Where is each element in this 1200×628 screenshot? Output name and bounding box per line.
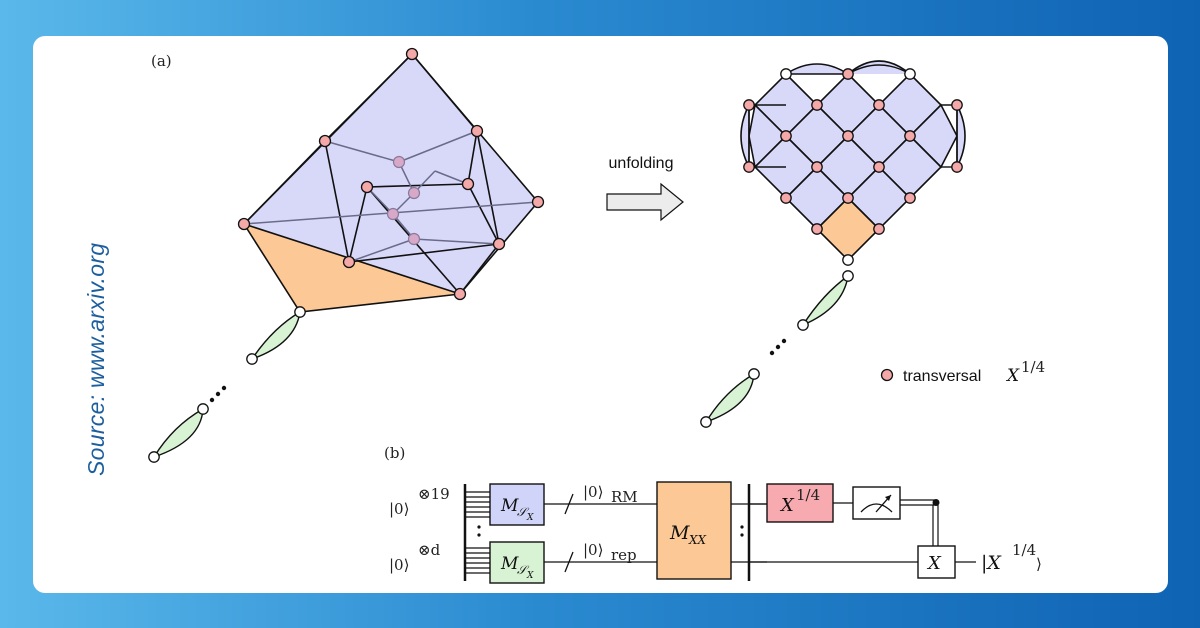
panel-b-label: (b) bbox=[384, 444, 405, 462]
m-xx-gate bbox=[656, 481, 732, 580]
meter-icon bbox=[860, 503, 893, 513]
panel-a-right-graph bbox=[700, 60, 966, 428]
input-bottom-exp: ⊗d bbox=[418, 541, 441, 559]
m-xx-label: M bbox=[669, 522, 690, 544]
unfolding-arrow: unfolding bbox=[606, 155, 684, 222]
wire-rm-sub: RM bbox=[611, 488, 638, 506]
x-quarter-label: X bbox=[779, 495, 795, 516]
wire-rm-label: |0⟩ bbox=[583, 483, 603, 501]
panel-a-left-graph bbox=[148, 47, 545, 463]
m-sx-gate-top bbox=[489, 483, 545, 526]
figure-card: Source: www.arxiv.org bbox=[33, 36, 1168, 593]
m-sx-top-label: M bbox=[500, 496, 519, 516]
measurement-gate bbox=[852, 486, 901, 520]
m-sx-top-subsub: X bbox=[526, 513, 534, 523]
legend-text: transversal bbox=[903, 368, 981, 385]
wire-rep-sub: rep bbox=[611, 546, 637, 564]
arrow-text: unfolding bbox=[609, 155, 674, 172]
panel-a-label: (a) bbox=[151, 52, 172, 70]
input-bottom: |0⟩ bbox=[389, 556, 409, 574]
m-sx-bottom-label: M bbox=[500, 554, 519, 574]
wire-rep-label: |0⟩ bbox=[583, 541, 603, 559]
x-gate bbox=[917, 545, 956, 579]
figure-svg: (a) unfolding bbox=[148, 47, 1045, 584]
legend-math: X bbox=[1005, 366, 1020, 386]
m-xx-sub: XX bbox=[688, 533, 707, 547]
output-label: |X bbox=[981, 552, 1002, 574]
circuit: |0⟩ ⊗19 |0⟩ ⊗d bbox=[389, 481, 1042, 584]
input-top-exp: ⊗19 bbox=[418, 485, 450, 503]
x-quarter-exp: 1/4 bbox=[796, 486, 820, 504]
legend-exp: 1/4 bbox=[1021, 358, 1045, 376]
m-sx-bottom-subsub: X bbox=[526, 571, 534, 581]
x-quarter-gate bbox=[766, 483, 834, 523]
x-gate-label: X bbox=[926, 553, 942, 574]
legend-marker bbox=[880, 368, 894, 382]
output-exp: 1/4 bbox=[1012, 541, 1036, 559]
input-top: |0⟩ bbox=[389, 500, 409, 518]
legend: transversal X 1/4 bbox=[880, 358, 1045, 386]
output-close: ⟩ bbox=[1036, 555, 1042, 573]
